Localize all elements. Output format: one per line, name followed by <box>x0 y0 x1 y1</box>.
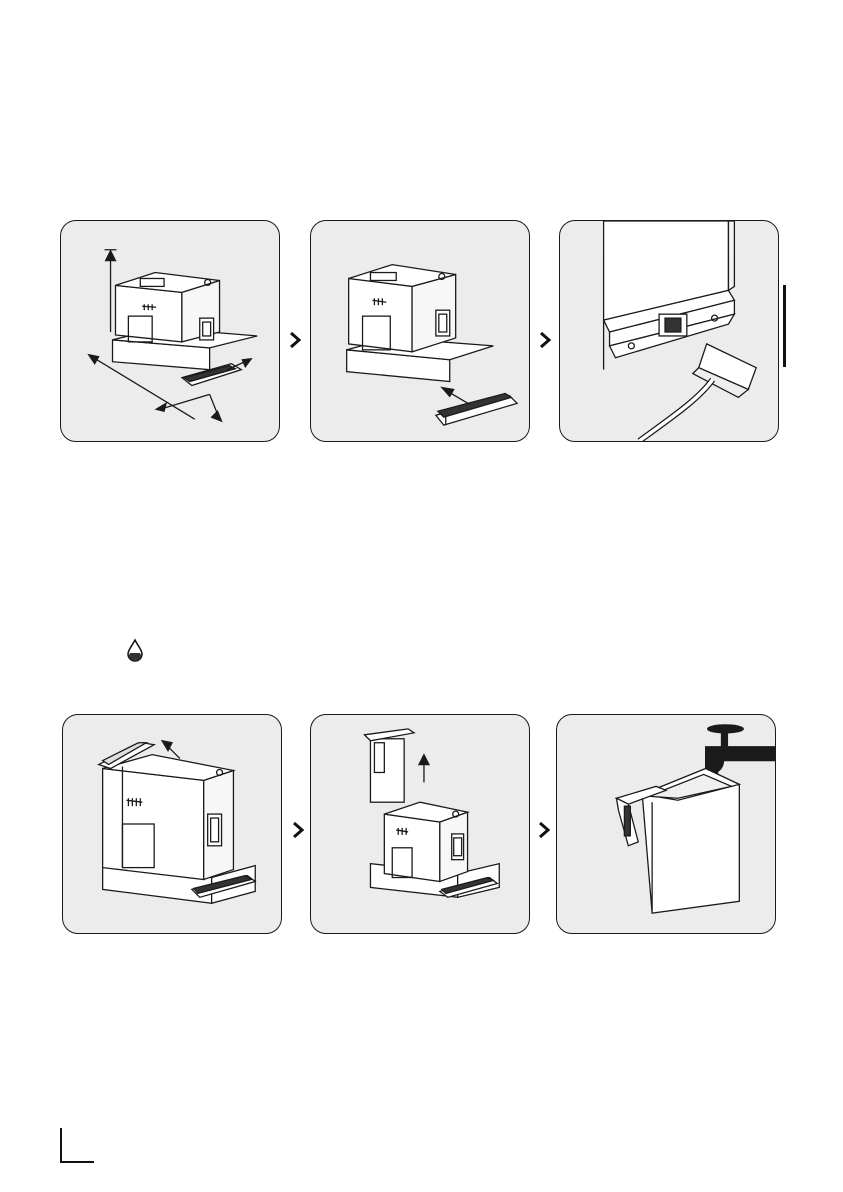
figure-open-water-tank-lid <box>62 714 282 934</box>
page-edge-tab <box>783 285 786 367</box>
figure-connect-power-cable <box>559 220 779 442</box>
figure-machine-dimensions <box>60 220 280 442</box>
page-corner-mark <box>60 1128 62 1162</box>
figure-lift-water-tank <box>310 714 530 934</box>
figure-fill-tank-at-tap <box>556 714 776 934</box>
page-corner-mark <box>60 1161 94 1163</box>
figure-insert-drip-tray <box>310 220 530 442</box>
chevron-right-icon <box>538 822 550 838</box>
water-drop-icon <box>126 638 144 662</box>
chevron-right-icon <box>539 332 551 348</box>
chevron-right-icon <box>292 822 304 838</box>
chevron-right-icon <box>289 332 301 348</box>
